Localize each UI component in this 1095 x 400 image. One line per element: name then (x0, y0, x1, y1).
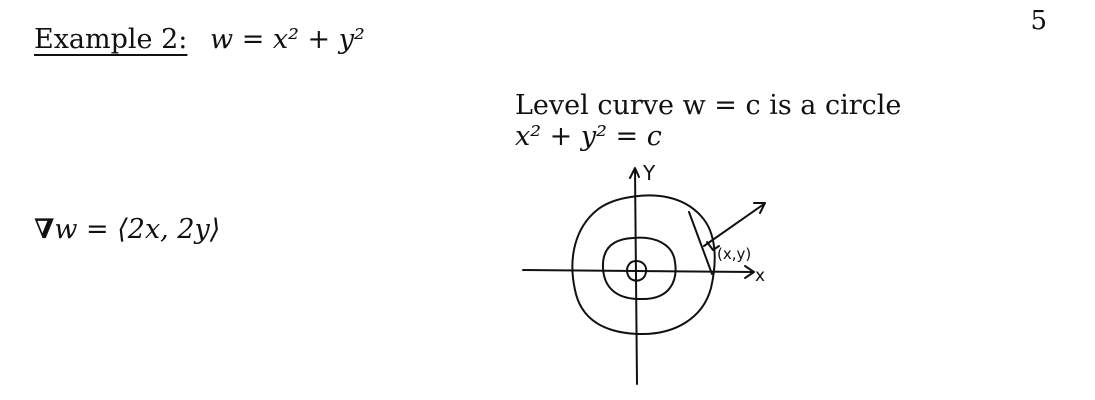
example-formula: w = x² + y² (210, 24, 365, 55)
x-axis-arrowhead (744, 265, 755, 279)
level-curve-equation: x² + y² = c (515, 121, 662, 152)
level-curve-outer (571, 194, 716, 336)
page-number: 5 (1030, 6, 1047, 36)
tangent-line (688, 211, 713, 275)
right-angle-marker (706, 241, 720, 251)
gradient-vector (703, 203, 765, 247)
y-axis (634, 169, 638, 385)
x-axis-label: x (755, 266, 765, 286)
point-label: (x,y) (717, 245, 751, 263)
level-curve-inner (626, 260, 648, 282)
level-curve-description: Level curve w = c is a circle x² + y² = … (515, 90, 901, 152)
x-axis (522, 269, 754, 273)
example-label: Example 2: (34, 24, 188, 55)
gradient-vector-arrowhead (753, 202, 766, 214)
y-axis-label: Y (642, 161, 656, 185)
gradient-formula: ∇w = ⟨2x, 2y⟩ (34, 214, 220, 245)
nabla-symbol: ∇ (34, 214, 55, 245)
level-curve-middle (601, 236, 677, 301)
gradient-expression: w = ⟨2x, 2y⟩ (54, 214, 221, 245)
y-axis-arrowhead (629, 167, 640, 179)
example-heading: Example 2: w = x² + y² (34, 24, 365, 55)
level-curve-line-1: Level curve w = c is a circle (515, 90, 902, 121)
level-curve-sketch: Y x (x,y) (522, 161, 766, 385)
